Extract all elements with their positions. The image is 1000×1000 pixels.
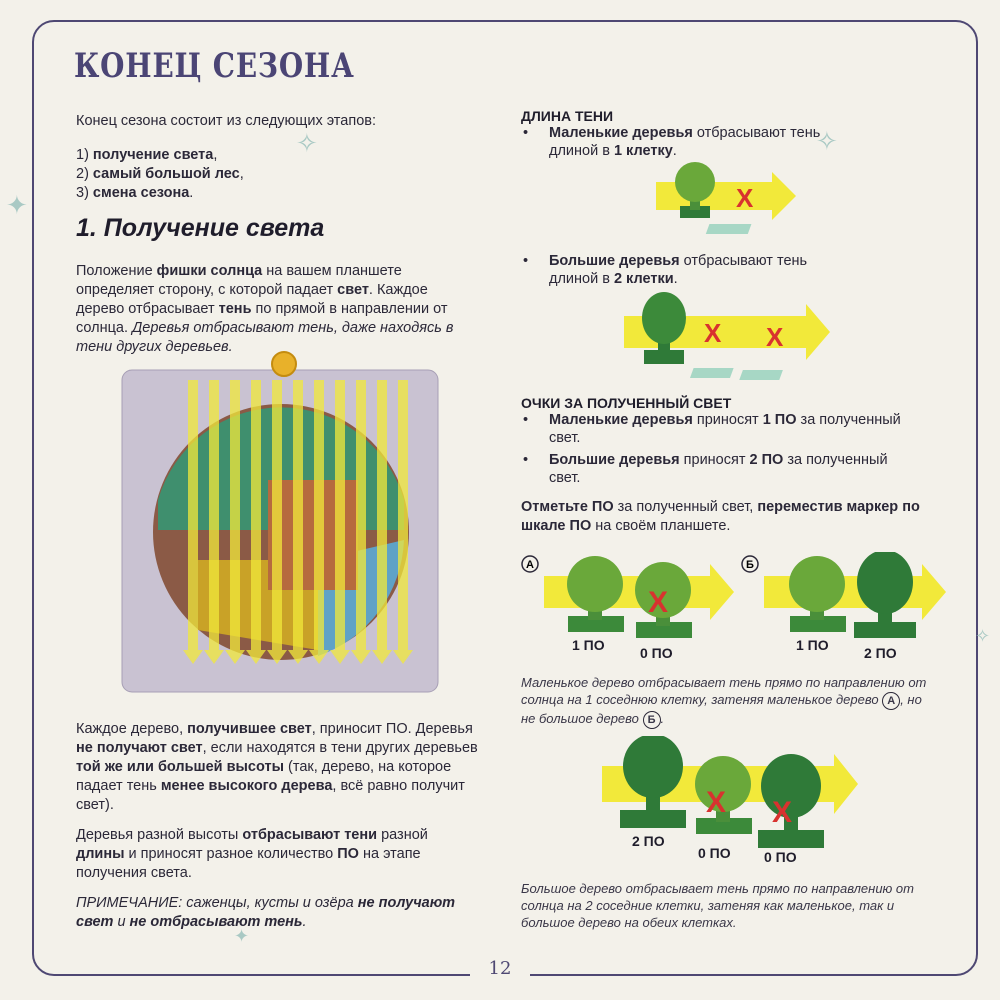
score-instruction: Отметьте ПО за полученный свет, перемест…: [521, 499, 920, 534]
caption-1: Маленькое дерево отбрасывает тень прямо …: [521, 674, 931, 729]
sparkle-icon: ✧: [975, 626, 991, 646]
section1-paragraph-2: Каждое дерево, получившее свет, приносит…: [76, 721, 478, 813]
light-ray: [351, 380, 371, 664]
step-item: 2) самый большой лес,: [76, 166, 244, 182]
section-heading: 1. Получение света: [76, 214, 325, 242]
big-tree-shadow-diagram: X X: [624, 292, 830, 380]
example-a-diagram: А X 1 ПО 0 ПО: [521, 555, 734, 661]
step-item: 1) получение света,: [76, 147, 218, 163]
page-number: 12: [470, 952, 530, 986]
light-ray: [393, 380, 413, 664]
light-ray: [288, 380, 308, 664]
small-tree-shadow-diagram: X: [656, 162, 796, 234]
light-ray: [372, 380, 392, 664]
list-item: Большие деревья приносят 2 ПО за получен…: [521, 451, 921, 487]
step-item: 3) смена сезона.: [76, 185, 194, 201]
list-item: Маленькие деревья приносят 1 ПО за получ…: [521, 411, 921, 447]
svg-text:1 ПО: 1 ПО: [796, 637, 829, 653]
svg-text:X: X: [704, 318, 722, 348]
sparkle-icon: ✧: [296, 128, 318, 158]
svg-text:1 ПО: 1 ПО: [572, 637, 605, 653]
light-ray: [246, 380, 266, 664]
light-ray: [204, 380, 224, 664]
light-ray: [267, 380, 287, 664]
steps-list: 1) получение света, 2) самый большой лес…: [76, 146, 244, 203]
page-title: КОНЕЦ СЕЗОНА: [74, 46, 355, 86]
example-b-diagram: Б 1 ПО 2 ПО: [741, 552, 946, 661]
svg-text:0 ПО: 0 ПО: [640, 645, 673, 661]
light-points-list: Маленькие деревья приносят 1 ПО за получ…: [521, 411, 921, 491]
shadow-length-list: Маленькие деревья отбрасывают тень длино…: [521, 124, 821, 164]
sparkle-icon: ✦: [234, 926, 250, 946]
svg-text:X: X: [766, 322, 784, 352]
shadow-length-heading: ДЛИНА ТЕНИ: [521, 108, 614, 124]
svg-text:X: X: [736, 183, 754, 213]
svg-text:X: X: [706, 786, 726, 819]
note-paragraph: ПРИМЕЧАНИЕ: саженцы, кусты и озёра не по…: [76, 895, 455, 930]
light-rays: [183, 380, 413, 664]
svg-text:X: X: [772, 796, 792, 829]
svg-text:X: X: [648, 586, 668, 619]
light-ray: [330, 380, 350, 664]
list-item: Маленькие деревья отбрасывают тень длино…: [521, 124, 821, 160]
light-ray: [309, 380, 329, 664]
sparkle-icon: ✧: [816, 126, 838, 156]
caption-2: Большое дерево отбрасывает тень прямо по…: [521, 881, 914, 930]
sun-token-icon: [271, 351, 297, 377]
svg-text:2 ПО: 2 ПО: [864, 645, 897, 661]
light-ray: [225, 380, 245, 664]
section1-paragraph: Положение фишки солнца на вашем планшете…: [76, 263, 454, 355]
svg-text:0 ПО: 0 ПО: [698, 845, 731, 861]
example-c-diagram: X X 2 ПО 0 ПО 0 ПО: [602, 736, 858, 864]
svg-text:А: А: [526, 559, 534, 571]
sparkle-icon: ✦: [6, 190, 28, 220]
light-points-heading: ОЧКИ ЗА ПОЛУЧЕННЫЙ СВЕТ: [521, 395, 732, 411]
light-ray: [183, 380, 203, 664]
svg-text:0 ПО: 0 ПО: [764, 849, 797, 864]
shadow-length-list-2: Большие деревья отбрасывают тень длиной …: [521, 252, 821, 292]
svg-text:Б: Б: [746, 559, 754, 571]
section1-paragraph-3: Деревья разной высоты отбрасывают тени р…: [76, 827, 428, 881]
board-illustration: [121, 351, 439, 693]
intro-lead: Конец сезона состоит из следующих этапов…: [76, 113, 376, 129]
list-item: Большие деревья отбрасывают тень длиной …: [521, 252, 821, 288]
svg-text:2 ПО: 2 ПО: [632, 833, 665, 849]
